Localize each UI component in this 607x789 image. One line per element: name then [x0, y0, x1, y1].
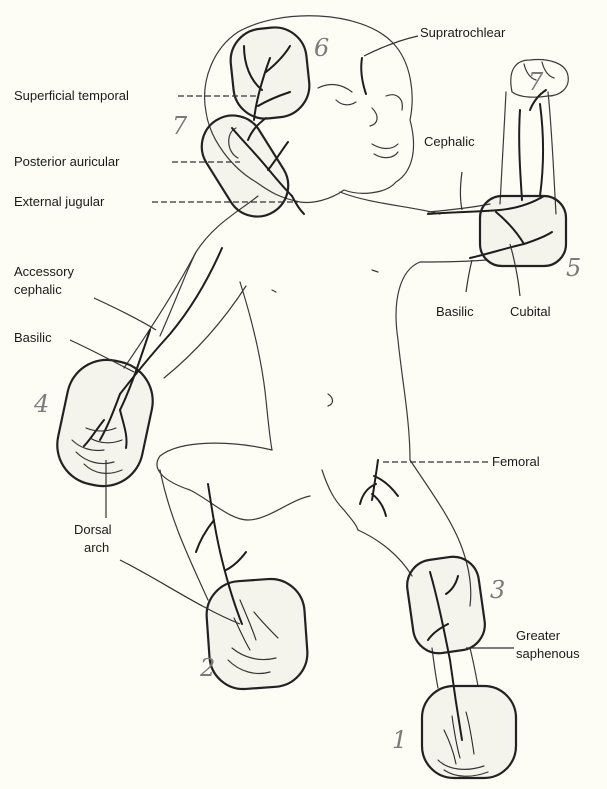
region-7-posterior-auricular — [190, 104, 300, 228]
leader-cephalic — [461, 172, 463, 210]
region-5-right-antecubital — [480, 196, 566, 266]
venipuncture-site-regions — [50, 24, 566, 778]
site-number-5: 5 — [566, 254, 581, 282]
nose-outline — [370, 108, 377, 126]
label-basilic-left: Basilic — [14, 330, 52, 345]
site-number-6: 6 — [314, 34, 329, 62]
label-basilic-right: Basilic — [436, 304, 474, 319]
label-greater-saphenous-line1: Greater — [516, 628, 561, 643]
forearm-vein — [519, 90, 546, 200]
region-4-left-hand — [50, 352, 160, 493]
label-cephalic: Cephalic — [424, 134, 475, 149]
supratrochlear-vein — [361, 58, 366, 94]
label-external-jugular: External jugular — [14, 194, 105, 209]
femoral-vein — [360, 460, 398, 516]
eye-outline — [318, 85, 352, 92]
label-accessory-cephalic-line1: Accessory — [14, 264, 74, 279]
label-cubital: Cubital — [510, 304, 551, 319]
navel — [328, 394, 333, 406]
leader-basilic-right — [466, 260, 472, 292]
cheek-outline — [386, 95, 402, 110]
region-2-left-foot — [204, 577, 309, 692]
veins — [84, 46, 552, 764]
label-femoral: Femoral — [492, 454, 540, 469]
label-greater-saphenous-line2: saphenous — [516, 646, 580, 661]
mouth-outline — [372, 144, 398, 158]
leader-supratrochlear — [364, 36, 418, 56]
left-leg-outline — [157, 443, 310, 600]
nipple — [372, 270, 378, 272]
region-6-scalp — [228, 24, 313, 121]
label-superficial-temporal: Superficial temporal — [14, 88, 129, 103]
label-accessory-cephalic-line2: cephalic — [14, 282, 62, 297]
eye-outline — [336, 100, 356, 105]
site-number-2: 2 — [199, 654, 215, 682]
site-number-7-right: 7 — [528, 68, 544, 96]
site-number-4: 4 — [33, 390, 49, 418]
label-dorsal-arch-line1: Dorsal — [74, 522, 112, 537]
label-dorsal-arch-line2: arch — [84, 540, 109, 555]
label-supratrochlear: Supratrochlear — [420, 25, 506, 40]
external-jugular-vein — [292, 196, 304, 214]
left-flank-outline — [240, 282, 272, 450]
region-1-right-foot — [422, 686, 516, 778]
label-posterior-auricular: Posterior auricular — [14, 154, 120, 169]
torso-outline — [160, 192, 440, 460]
site-number-3: 3 — [490, 576, 505, 604]
region-3-right-lower-leg — [404, 553, 488, 656]
leader-accessory-cephalic — [94, 298, 156, 330]
site-number-7-left: 7 — [172, 112, 188, 140]
groin-outline — [322, 470, 358, 530]
nipple — [272, 290, 276, 292]
site-number-1: 1 — [392, 726, 407, 754]
labels: Supratrochlear Superficial temporal Post… — [14, 25, 580, 661]
